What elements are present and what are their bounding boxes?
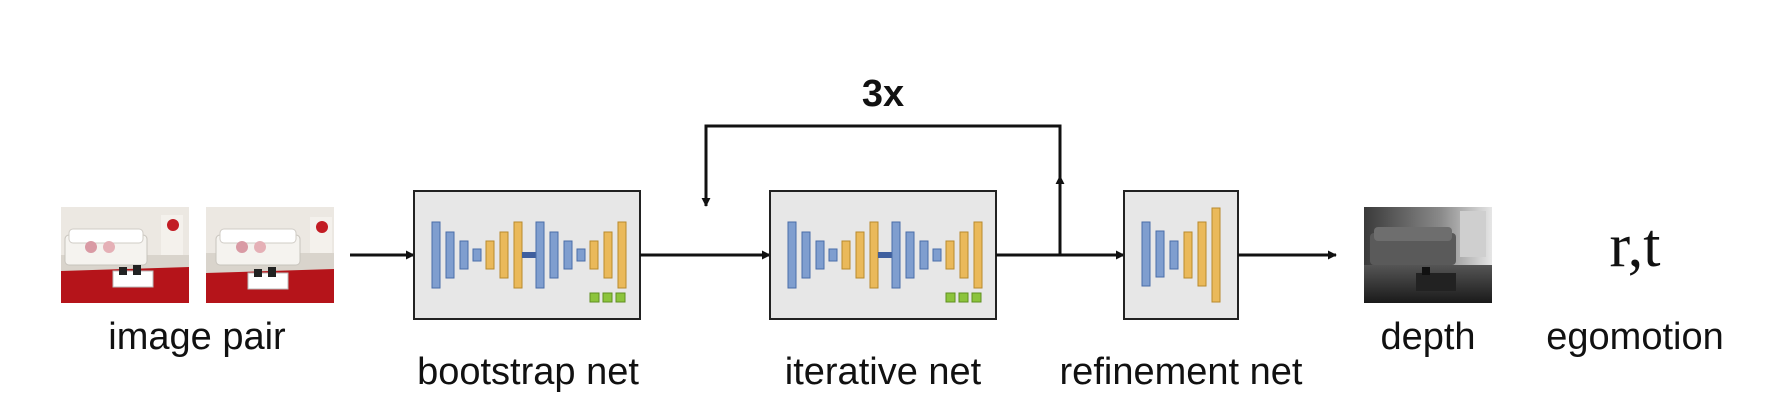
refinement-net-box (1123, 190, 1239, 320)
refinement-net-label: refinement net (1060, 351, 1303, 393)
input-image-right (206, 207, 334, 303)
input-image-left (61, 207, 189, 303)
depth-label: depth (1380, 316, 1475, 358)
egomotion-label: egomotion (1546, 316, 1723, 358)
bootstrap-net-label: bootstrap net (417, 351, 639, 393)
iterative-encoder-decoder-bars (787, 221, 983, 303)
image-pair-label: image pair (108, 316, 286, 358)
bootstrap-encoder-decoder-bars (431, 221, 627, 303)
depth-map-image (1364, 207, 1492, 303)
egomotion-symbol: r,t (1610, 212, 1661, 280)
refinement-bars (1141, 207, 1221, 303)
loop-count-label: 3x (862, 73, 904, 115)
iterative-net-label: iterative net (785, 351, 982, 393)
